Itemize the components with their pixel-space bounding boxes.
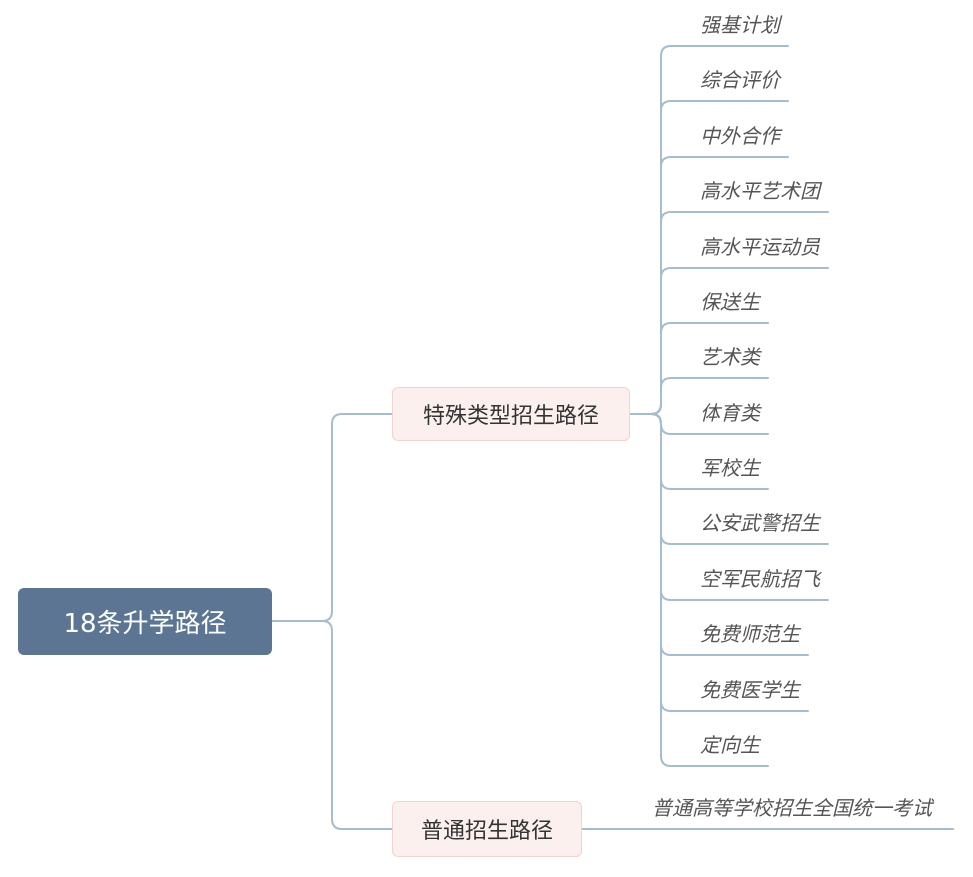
leaf-node: 强基计划 (700, 13, 780, 37)
root-to-general-connector (271, 620, 393, 830)
leaf-connector (629, 377, 769, 415)
branch-node-general: 普通招生路径 (392, 801, 582, 857)
leaf-node: 空军民航招飞 (700, 567, 820, 591)
leaf-node: 艺术类 (700, 345, 760, 369)
root-label: 18条升学路径 (63, 609, 227, 639)
leaf-node-general-exam: 普通高等学校招生全国统一考试 (652, 796, 932, 820)
branch-label-special: 特殊类型招生路径 (422, 404, 599, 429)
leaf-node: 高水平运动员 (700, 235, 820, 259)
leaf-connector (629, 413, 769, 767)
leaf-node: 定向生 (700, 733, 760, 757)
leaf-node: 保送生 (700, 290, 760, 314)
leaf-node: 高水平艺术团 (700, 179, 820, 203)
leaf-node: 免费医学生 (700, 678, 800, 702)
leaf-node: 中外合作 (700, 124, 780, 148)
branch-node-special: 特殊类型招生路径 (392, 387, 630, 441)
leaf-node: 综合评价 (700, 68, 780, 92)
root-node: 18条升学路径 (18, 588, 272, 655)
leaf-node: 公安武警招生 (700, 511, 820, 535)
special-leaf-connectors (629, 45, 829, 767)
branch-label-general: 普通招生路径 (420, 819, 553, 844)
leaf-node: 军校生 (700, 456, 760, 480)
leaf-node: 体育类 (700, 401, 760, 425)
leaf-node: 免费师范生 (700, 622, 800, 646)
root-to-special-connector (271, 413, 393, 622)
